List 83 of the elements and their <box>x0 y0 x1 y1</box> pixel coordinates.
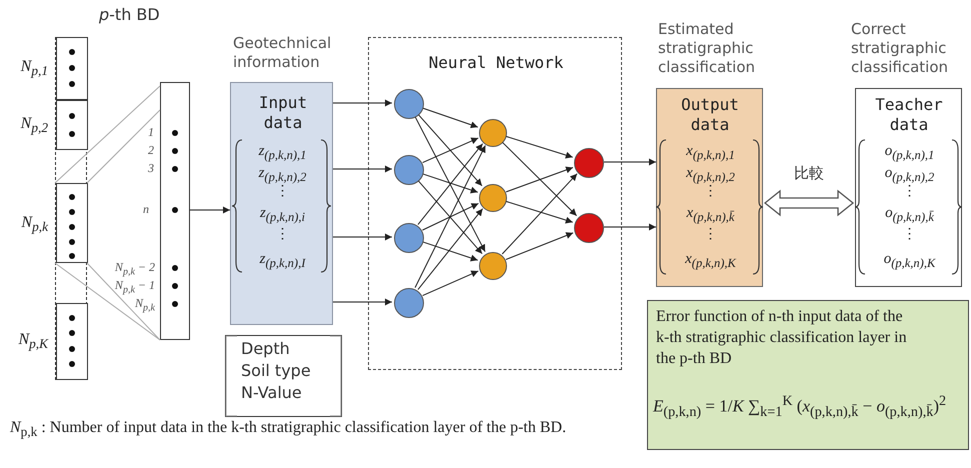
vector-entry: x$_{(p,k,n),2}$ <box>685 165 736 184</box>
neuron-circle <box>479 252 507 280</box>
vector-entry: x$_{(p,k,n),1}$ <box>685 143 736 162</box>
layer-label: N$_{p,2}$ <box>20 115 48 136</box>
row-label: N$_{p,k}$ − 2 <box>114 261 155 278</box>
vector-entry: z$_{(p,k,n),I}$ <box>258 251 307 270</box>
vector-entry: o$_{(p,k,n),2}$ <box>884 165 936 184</box>
neuron-circle <box>479 119 507 147</box>
list-item: Depth <box>241 338 291 360</box>
layer-label: N$_{p,K}$ <box>18 331 48 352</box>
neuron-circle <box>394 89 424 119</box>
vector-entry: z$_{(p,k,n),1}$ <box>258 143 308 162</box>
vertical-ellipsis: ⋮ <box>702 227 718 244</box>
arrow <box>422 242 478 262</box>
heading: Geotechnical information <box>233 34 332 72</box>
footnote: N$_{p,k}$ : Number of input data in the k-th stratigraphic classification layer of the p-th BD. <box>10 418 568 442</box>
formula: E$_{(p,k,n)}$ = 1/K ∑$_{k=1}$$^{K}$ (x$_{(p,k,n),k̄}$ − o$_{(p,k,n),k̄}$)$^{2}$ <box>653 393 948 420</box>
arrow <box>414 116 486 252</box>
heading: p-th BD <box>99 6 161 24</box>
heading: Estimated stratigraphic classification <box>658 20 756 77</box>
arrow <box>418 143 484 225</box>
neuron-circle <box>394 155 424 185</box>
layer-label: N$_{p,1}$ <box>20 58 48 78</box>
arrow <box>422 108 478 128</box>
box-title: Input data <box>258 93 308 133</box>
arrow <box>604 224 656 230</box>
arrow <box>332 100 392 106</box>
heading: Correct stratigraphic classification <box>851 20 950 77</box>
arrow <box>332 166 392 172</box>
vector-entry: o$_{(p,k,n),1}$ <box>884 143 936 162</box>
neuron-circle <box>574 213 604 243</box>
arrow <box>190 206 230 214</box>
arrow <box>604 158 656 166</box>
description-text: Error function of n-th input data of the k-th stratigraphic classification layer in the p-th BD <box>656 307 908 369</box>
vertical-ellipsis: ⋮ <box>902 184 918 200</box>
row-label: N$_{p,k}$ − 1 <box>114 279 155 296</box>
arrow <box>502 142 578 216</box>
vector-entry: x$_{(p,k,n),K}$ <box>684 251 738 270</box>
neuron-circle <box>479 184 507 212</box>
connector-line <box>86 262 160 340</box>
list-item: Soil type <box>241 360 312 382</box>
arrow <box>332 298 392 306</box>
arrow <box>422 138 479 164</box>
arrow <box>502 173 578 255</box>
double-arrow <box>764 190 854 216</box>
vertical-ellipsis: ⋮ <box>274 227 290 244</box>
box-title: Output data <box>680 95 740 135</box>
vector-entry: z$_{(p,k,n),2}$ <box>258 165 308 184</box>
vertical-ellipsis: ⋮ <box>702 184 718 200</box>
arrow <box>422 270 479 296</box>
row-label: 1 <box>148 126 154 140</box>
arrow <box>332 234 392 240</box>
arrow <box>506 200 574 224</box>
arrow <box>418 180 483 254</box>
arrow <box>506 166 574 192</box>
arrow <box>422 174 478 194</box>
list-item: N-Value <box>241 382 303 404</box>
network-frame <box>368 37 622 370</box>
vertical-ellipsis: ⋮ <box>902 227 918 244</box>
vertical-ellipsis: ⋮ <box>274 184 290 200</box>
arrow <box>418 208 484 290</box>
arrow <box>422 202 479 231</box>
row-label: 3 <box>148 162 154 176</box>
arrow <box>414 144 486 288</box>
box-title: Teacher data <box>874 95 944 135</box>
arrow <box>505 232 574 260</box>
box-title: Neural Network <box>428 53 564 73</box>
connector-line <box>86 110 160 184</box>
vector-entry: o$_{(p,k,n),k̄}$ <box>884 205 935 224</box>
row-label: N$_{p,k}$ <box>135 297 155 314</box>
neuron-circle <box>394 288 424 318</box>
neuron-circle <box>574 148 604 178</box>
arrow <box>418 114 482 186</box>
row-label: n <box>143 203 149 217</box>
row-label: 2 <box>148 144 154 158</box>
arrow <box>506 136 574 158</box>
layer-label: N$_{p,k}$ <box>21 214 48 234</box>
bracket-list <box>225 335 342 417</box>
vector-entry: x$_{(p,k,n),k̄}$ <box>685 205 736 224</box>
vector-entry: o$_{(p,k,n),K}$ <box>882 251 937 270</box>
formula-box <box>647 300 969 450</box>
vector-entry: z$_{(p,k,n),i}$ <box>258 205 306 224</box>
neuron-circle <box>394 223 424 253</box>
